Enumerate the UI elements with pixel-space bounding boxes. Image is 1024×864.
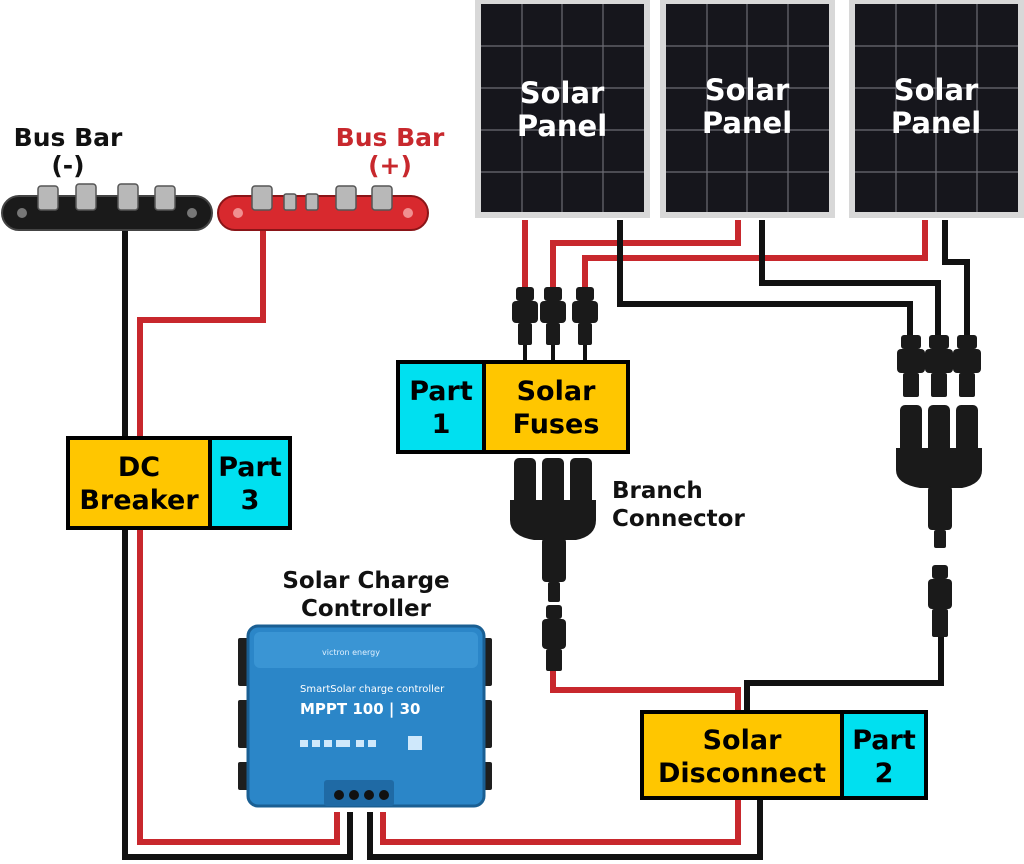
part2-label-line2: 2 <box>875 758 894 789</box>
wires <box>122 220 970 860</box>
controller-model-line-text: SmartSolar charge controller <box>300 684 445 695</box>
charge-controller-device: victron energy SmartSolar charge control… <box>238 624 492 808</box>
solar-panel-1-label-line1: Solar <box>520 76 605 110</box>
solar-disconnect-label-line1: Solar <box>703 725 782 756</box>
wire-controller-to-disconnect-negative <box>367 798 763 860</box>
solar-panel-2-label-line2: Panel <box>702 106 792 140</box>
bus-bar-positive-polarity: (+) <box>368 151 412 180</box>
controller-terminal-strip <box>324 780 394 806</box>
solar-panel-2-label-line1: Solar <box>705 73 790 107</box>
wire-panel3-positive <box>582 220 928 293</box>
wire-panel2-negative <box>759 220 941 340</box>
bus-bar-negative <box>1 183 213 231</box>
solar-panel-3: Solar Panel <box>849 0 1024 218</box>
solar-fuses-box: Part 1 Solar Fuses <box>396 360 630 454</box>
part2-label-line1: Part <box>852 725 916 756</box>
positive-branch-connector <box>510 458 596 671</box>
wire-panel1-negative <box>617 220 913 340</box>
bus-bar-positive-title: Bus Bar <box>336 123 445 152</box>
dc-breaker-label-line2: Breaker <box>79 485 199 516</box>
wire-positive-branch-to-disconnect <box>550 668 741 712</box>
solar-disconnect-label-line2: Disconnect <box>658 758 826 789</box>
branch-connector-label-line1: Branch <box>612 478 703 504</box>
part3-label-line2: 3 <box>241 485 260 516</box>
bus-bar-negative-title: Bus Bar <box>14 123 123 152</box>
solar-panel-2: Solar Panel <box>660 0 835 218</box>
wire-positive-bus-to-breaker <box>137 224 266 440</box>
controller-model-text: MPPT 100 | 30 <box>300 700 420 719</box>
controller-brand-text: victron energy <box>322 648 380 657</box>
branch-connector-label-line2: Connector <box>612 506 745 532</box>
solar-panel-3-label-line1: Solar <box>894 73 979 107</box>
negative-branch-connector <box>896 405 982 637</box>
wire-controller-to-disconnect-positive <box>380 798 741 845</box>
bus-bar-negative-polarity: (-) <box>51 151 84 180</box>
solar-panel-1-label-line2: Panel <box>517 109 607 143</box>
wire-positive-breaker-to-controller <box>137 528 340 845</box>
controller-certification-icons <box>300 736 422 750</box>
charge-controller-label-line1: Solar Charge <box>282 568 449 594</box>
wire-negative-breaker-to-controller <box>122 528 353 860</box>
negative-mc4-connectors <box>897 335 981 397</box>
wire-negative-branch-to-disconnect <box>744 635 944 712</box>
part3-label-line1: Part <box>218 452 282 483</box>
solar-fuses-label-line2: Fuses <box>513 409 600 440</box>
dc-breaker-label-line1: DC <box>118 452 160 483</box>
dc-breaker-box: DC Breaker Part 3 <box>66 436 292 530</box>
solar-disconnect-box: Solar Disconnect Part 2 <box>640 710 928 800</box>
solar-fuses-label-line1: Solar <box>517 376 596 407</box>
solar-panel-3-label-line2: Panel <box>891 106 981 140</box>
wire-panel2-positive <box>550 220 741 293</box>
bus-bar-positive <box>217 185 429 231</box>
fuse-connectors <box>512 287 598 362</box>
solar-panel-1: Solar Panel <box>475 0 650 218</box>
wire-panel3-negative <box>942 220 970 340</box>
part1-label-line1: Part <box>409 376 473 407</box>
part1-label-line2: 1 <box>432 409 451 440</box>
charge-controller-label-line2: Controller <box>301 596 432 622</box>
